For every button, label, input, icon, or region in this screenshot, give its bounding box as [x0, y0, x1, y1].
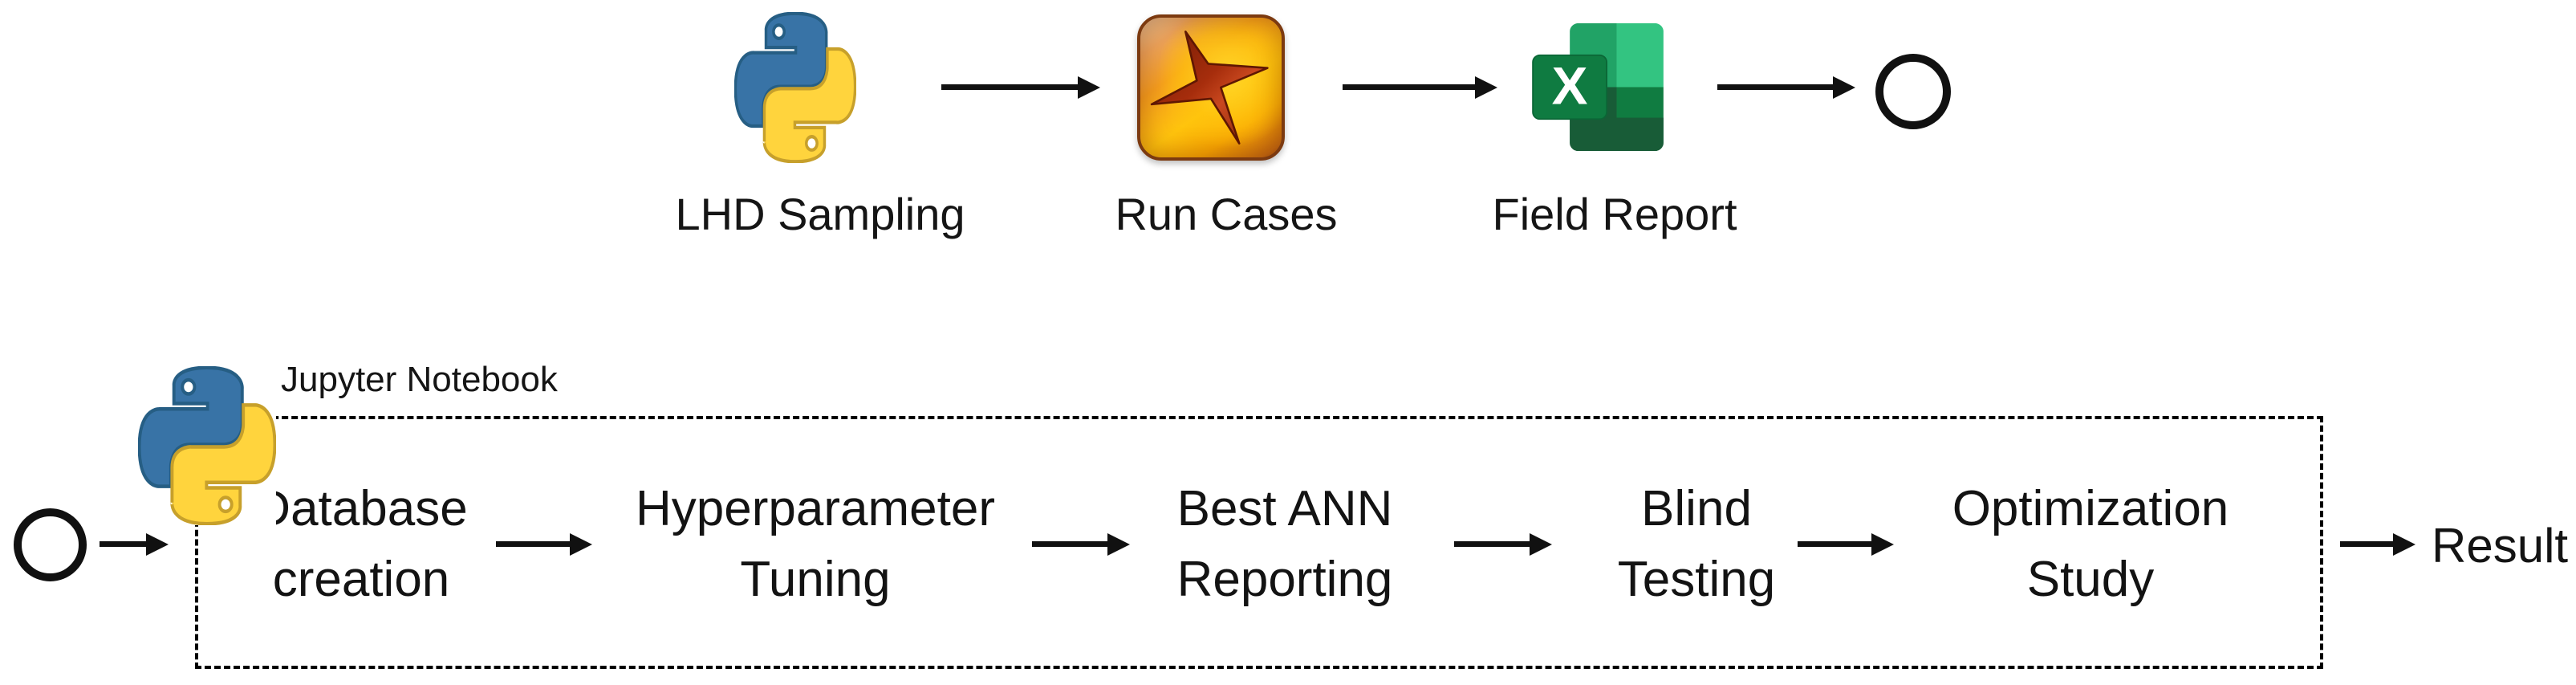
excel-logo-svg: X	[1532, 22, 1664, 152]
arrow-head	[1475, 76, 1497, 99]
arrow-shaft	[2340, 541, 2396, 547]
arrow-right-icon	[1717, 75, 1855, 100]
stage-line2: Testing	[1617, 552, 1776, 607]
arrow-head	[1871, 533, 1894, 556]
arrow-head	[1107, 533, 1130, 556]
stage-line2: Reporting	[1176, 552, 1393, 607]
arrow-right-icon	[1798, 532, 1894, 557]
arrow-head	[2393, 533, 2416, 556]
step-label-run-cases: Run Cases	[1115, 189, 1338, 239]
end-node-circle	[1875, 54, 1951, 129]
jupyter-notebook-dashed-box	[195, 416, 2323, 669]
stage-hyperparameter-tuning: Hyperparameter Tuning	[636, 474, 995, 615]
stage-database-creation: Database creation	[254, 474, 467, 615]
python-icon	[138, 366, 276, 525]
stage-line1: Best ANN	[1176, 481, 1393, 536]
arrow-shaft	[1798, 541, 1875, 547]
arrow-head	[1833, 76, 1855, 99]
stage-line2: creation	[272, 552, 450, 607]
stage-line2: Tuning	[740, 552, 891, 607]
arrow-shaft	[1717, 84, 1836, 90]
arrow-shaft	[941, 84, 1081, 90]
jupyter-notebook-label: Jupyter Notebook	[281, 360, 558, 399]
simulator-icon	[1137, 14, 1285, 161]
stage-line1: Hyperparameter	[636, 481, 995, 536]
step-label-lhd-sampling: LHD Sampling	[675, 189, 965, 239]
python-icon	[734, 12, 856, 163]
arrow-head	[1078, 76, 1100, 99]
stage-line2: Study	[2026, 552, 2155, 607]
arrow-head	[1530, 533, 1552, 556]
stage-optimization-study: Optimization Study	[1952, 474, 2229, 615]
arrow-right-icon	[1032, 532, 1130, 557]
python-logo-svg	[734, 12, 856, 163]
stage-best-ann-reporting: Best ANN Reporting	[1177, 474, 1393, 615]
excel-x-letter: X	[1552, 57, 1588, 116]
excel-icon: X	[1527, 18, 1669, 157]
arrow-right-icon	[941, 75, 1100, 100]
step-label-field-report: Field Report	[1492, 189, 1737, 239]
result-label: Result	[2432, 519, 2569, 573]
arrow-shaft	[496, 541, 573, 547]
arrow-shaft	[1454, 541, 1533, 547]
arrow-right-icon	[1454, 532, 1552, 557]
stage-line1: Database	[254, 481, 468, 536]
start-node-circle	[14, 508, 87, 581]
arrow-shaft	[1343, 84, 1478, 90]
arrow-shaft	[100, 541, 149, 547]
stage-blind-testing: Blind Testing	[1618, 474, 1775, 615]
arrow-shaft	[1032, 541, 1111, 547]
arrow-right-icon	[496, 532, 592, 557]
stage-line1: Blind	[1641, 481, 1752, 536]
arrow-right-icon	[100, 532, 169, 557]
arrow-head	[146, 533, 169, 556]
lightning-star-icon	[1150, 31, 1269, 145]
stage-line1: Optimization	[1952, 481, 2229, 536]
python-logo-svg	[138, 366, 276, 525]
arrow-right-icon	[2340, 532, 2416, 557]
arrow-head	[570, 533, 592, 556]
arrow-right-icon	[1343, 75, 1497, 100]
